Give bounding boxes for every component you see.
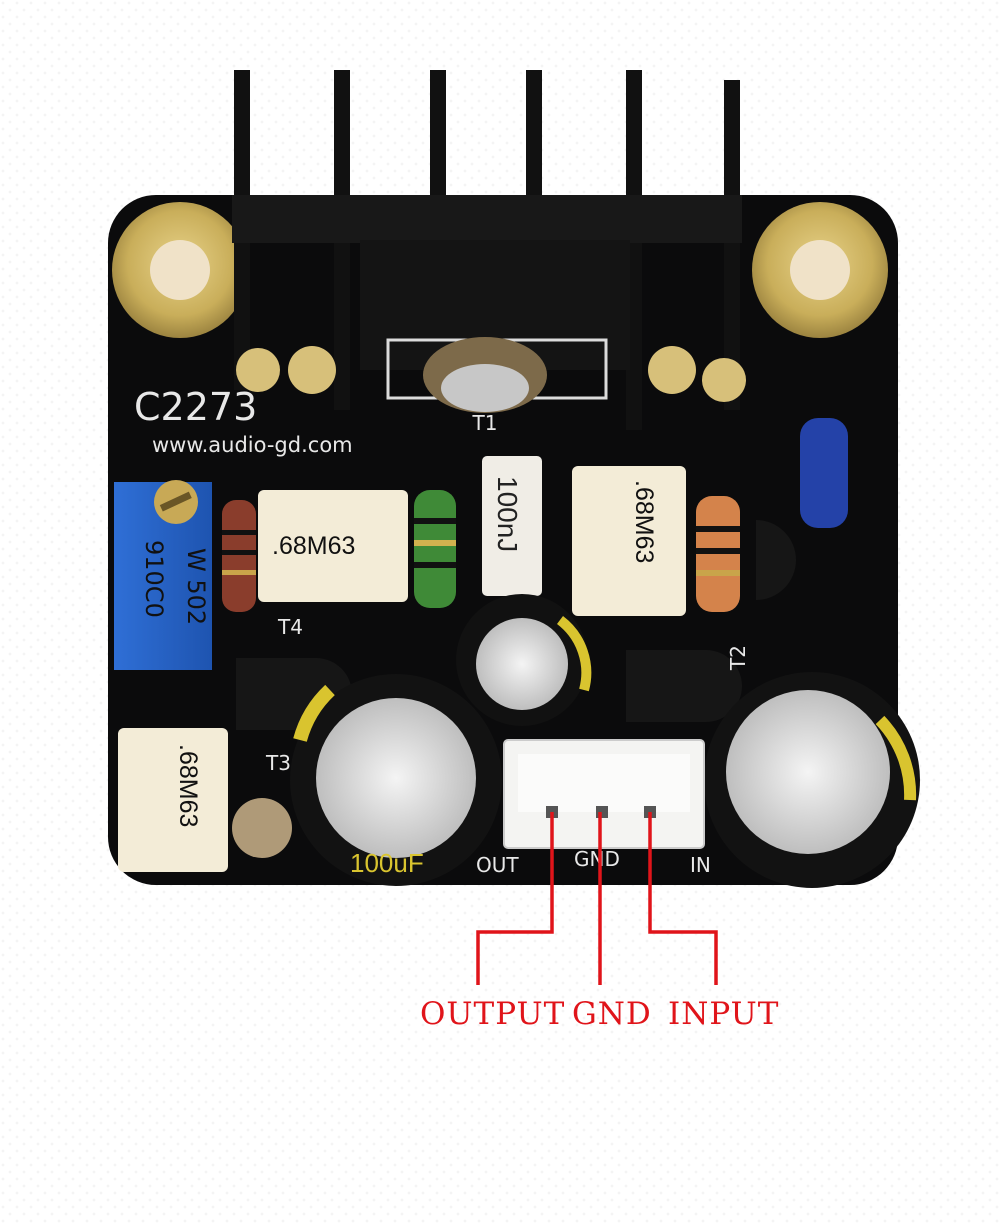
large-electrolytic-capacitor-left: 100uF — [290, 674, 502, 886]
diode — [800, 418, 848, 528]
svg-text:W 502: W 502 — [182, 548, 210, 625]
film-capacitor-2: .68M63 — [572, 466, 686, 616]
pin-silk-gnd: GND — [574, 847, 620, 871]
mounting-hole-left — [112, 202, 248, 338]
gnd-pin-label: GND — [572, 996, 652, 1032]
resistor-2 — [414, 490, 456, 608]
output-pin-label: OUTPUT — [420, 996, 566, 1032]
led — [232, 798, 292, 858]
svg-text:100nJ: 100nJ — [492, 476, 523, 552]
t4-label: T4 — [277, 615, 303, 639]
heatsink — [232, 70, 742, 430]
solder-pad — [702, 358, 746, 402]
film-capacitor-1: .68M63 — [258, 490, 408, 602]
svg-text:100uF: 100uF — [350, 848, 424, 878]
resistor-3 — [696, 496, 740, 612]
svg-text:.68M63: .68M63 — [174, 744, 202, 827]
t3-label: T3 — [265, 751, 291, 775]
solder-pad — [648, 346, 696, 394]
board-model-text: C2273 — [134, 385, 257, 429]
input-pin-label: INPUT — [668, 996, 780, 1032]
large-electrolytic-capacitor-right — [704, 672, 920, 888]
small-electrolytic-capacitor — [456, 594, 592, 726]
solder-pad — [288, 346, 336, 394]
t2-label: T2 — [726, 645, 750, 671]
small-transistor-t2 — [626, 650, 742, 722]
trimmer-potentiometer: W 502 910C0 — [114, 480, 212, 670]
signal-connector — [503, 739, 705, 849]
input-leader-line — [648, 812, 718, 985]
pin-silk-in: IN — [690, 853, 711, 877]
solder-pad — [236, 348, 280, 392]
annotation-lines — [476, 812, 718, 985]
svg-text:910C0: 910C0 — [140, 540, 168, 618]
mounting-hole-right — [752, 202, 888, 338]
pin-silk-out: OUT — [476, 853, 519, 877]
small-transistor-right — [756, 520, 796, 600]
film-capacitor-3: .68M63 — [118, 728, 228, 872]
box-capacitor-100nj: 100nJ — [482, 456, 542, 596]
svg-text:.68M63: .68M63 — [272, 532, 355, 560]
t1-label: T1 — [472, 411, 498, 435]
board-website-text: www.audio-gd.com — [152, 433, 353, 457]
svg-text:.68M63: .68M63 — [630, 480, 658, 563]
output-leader-line — [476, 812, 554, 985]
resistor-1 — [222, 500, 256, 612]
